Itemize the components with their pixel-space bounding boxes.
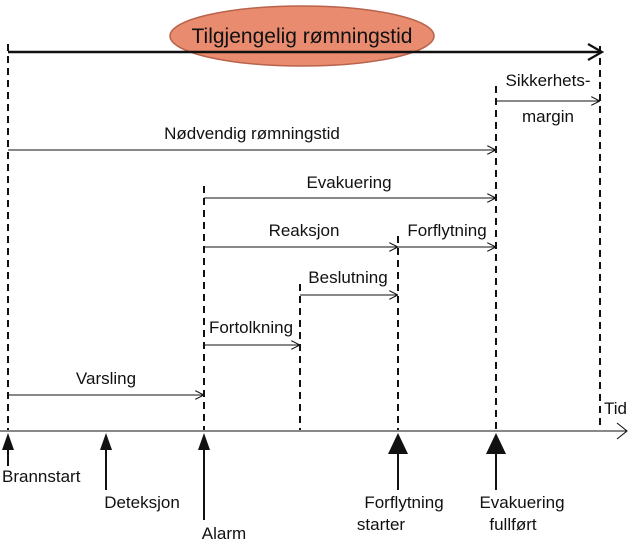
marker-detection-head — [100, 433, 112, 450]
label-required-escape-time: Nødvendig rømningstid — [164, 124, 340, 143]
label-decision: Beslutning — [308, 268, 387, 287]
label-safety-margin-2: margin — [522, 107, 574, 126]
event-movement-starts-1: Forflytning — [364, 493, 443, 512]
event-fire-start: Brannstart — [2, 467, 81, 486]
marker-alarm-head — [198, 433, 210, 450]
label-reaction: Reaksjon — [269, 221, 340, 240]
axis-label-tid: Tid — [604, 399, 627, 418]
label-safety-margin-1: Sikkerhets- — [505, 71, 590, 90]
event-movement-starts-2: starter — [357, 515, 406, 534]
label-movement: Forflytning — [407, 221, 486, 240]
event-evacuation-done-1: Evakuering — [479, 493, 564, 512]
label-evacuation: Evakuering — [306, 173, 391, 192]
event-evacuation-done-2: fullført — [489, 515, 537, 534]
label-warning: Varsling — [76, 369, 136, 388]
event-alarm: Alarm — [202, 524, 246, 543]
marker-evacuation-done-head — [486, 433, 506, 454]
label-interpretation: Fortolkning — [209, 318, 293, 337]
event-detection: Deteksjon — [104, 493, 180, 512]
marker-movement-start-head — [388, 433, 408, 454]
marker-fire-start-head — [2, 433, 14, 450]
available-time-arrowhead — [587, 43, 605, 61]
time-axis-arrowhead — [616, 422, 628, 440]
title-text: Tilgjengelig rømningstid — [192, 25, 413, 48]
